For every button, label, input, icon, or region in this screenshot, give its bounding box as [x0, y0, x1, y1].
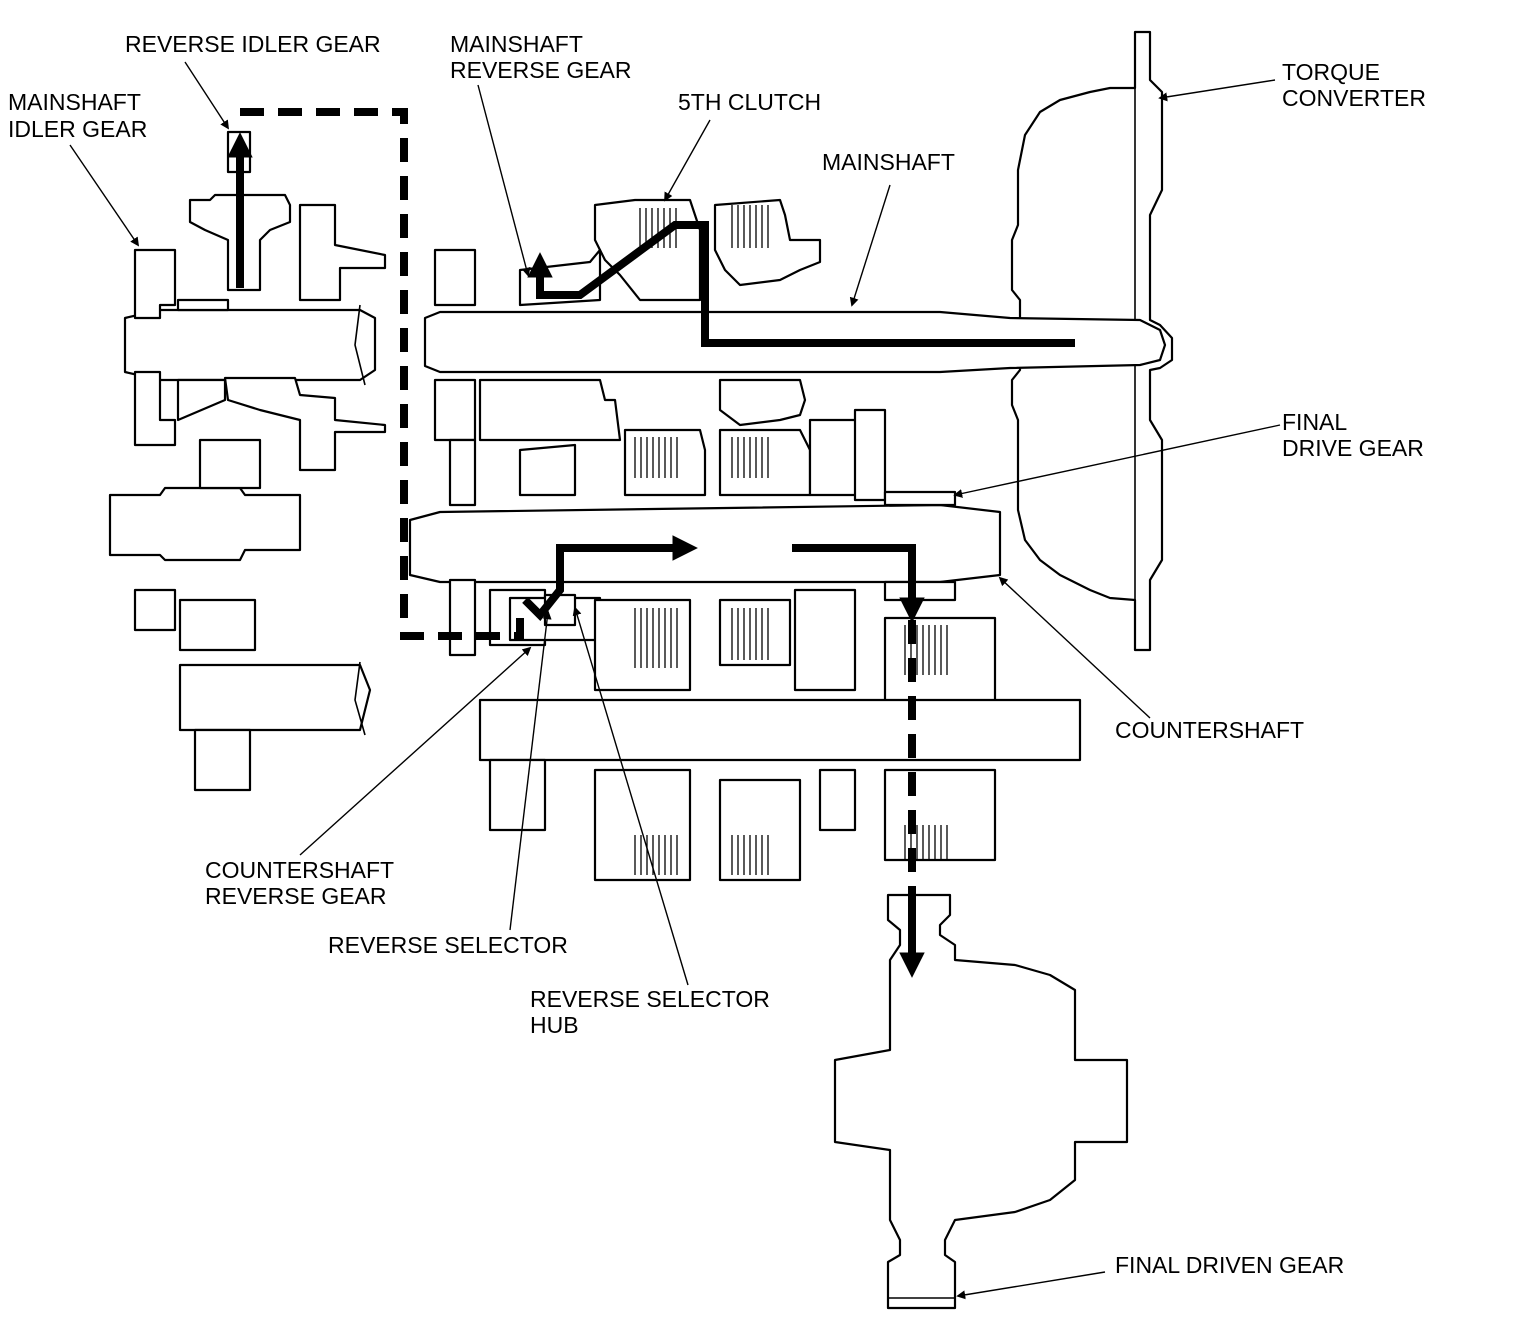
label-reverse-selector-hub-line2: HUB [530, 1012, 579, 1038]
label-5th-clutch: 5TH CLUTCH [678, 89, 821, 115]
final-drive-gear [883, 490, 957, 602]
middle-clutches [448, 408, 887, 507]
reverse-idler-gear-assembly [176, 130, 387, 472]
label-mainshaft-reverse-gear-line1: MAINSHAFT [450, 31, 583, 57]
label-torque-converter-line2: CONVERTER [1282, 85, 1426, 111]
label-countershaft: COUNTERSHAFT [1115, 717, 1304, 743]
label-countershaft-reverse-gear-line1: COUNTERSHAFT [205, 857, 394, 883]
label-mainshaft-idler-gear-line2: IDLER GEAR [8, 116, 147, 142]
clutch-plates [634, 205, 948, 875]
label-mainshaft-reverse-gear-line2: REVERSE GEAR [450, 57, 632, 83]
label-countershaft-reverse-gear-line2: REVERSE GEAR [205, 883, 387, 909]
mainshaft-idler-gear [133, 248, 177, 447]
label-final-drive-gear-line1: FINAL [1282, 409, 1347, 435]
label-mainshaft: MAINSHAFT [822, 149, 955, 175]
label-final-drive-gear-line2: DRIVE GEAR [1282, 435, 1424, 461]
label-reverse-selector: REVERSE SELECTOR [328, 932, 568, 958]
label-reverse-idler-gear: REVERSE IDLER GEAR [125, 31, 381, 57]
label-torque-converter-line1: TORQUE [1282, 59, 1380, 85]
label-reverse-selector-hub-line1: REVERSE SELECTOR [530, 986, 770, 1012]
label-mainshaft-idler-gear-line1: MAINSHAFT [8, 89, 141, 115]
power-flow [227, 108, 1075, 978]
left-lower-components [108, 438, 372, 792]
final-driven-gear [833, 893, 1129, 1310]
leader-lines [69, 61, 1281, 1300]
label-final-driven-gear: FINAL DRIVEN GEAR [1115, 1252, 1344, 1278]
